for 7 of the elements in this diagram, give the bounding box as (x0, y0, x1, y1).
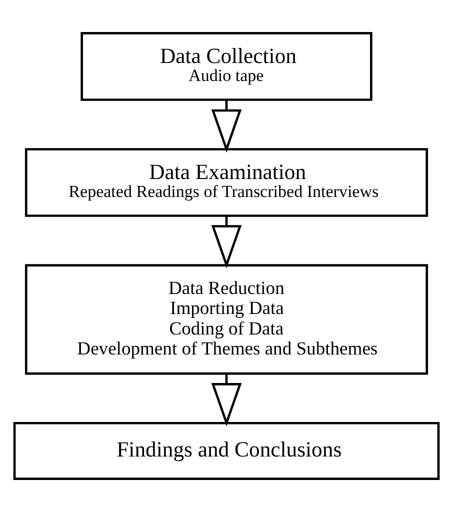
node-box: Data Examination Repeated Readings of Transcribed Interviews (24, 148, 428, 217)
arrow (211, 374, 242, 426)
node-box: Data Collection Audio tape (80, 32, 372, 101)
arrow (211, 216, 242, 268)
node-box: Findings and Conclusions (13, 422, 440, 480)
node-box: Data Reduction Importing Data Coding of Data Development of Themes and Subthemes (24, 264, 428, 375)
arrow (211, 100, 242, 153)
